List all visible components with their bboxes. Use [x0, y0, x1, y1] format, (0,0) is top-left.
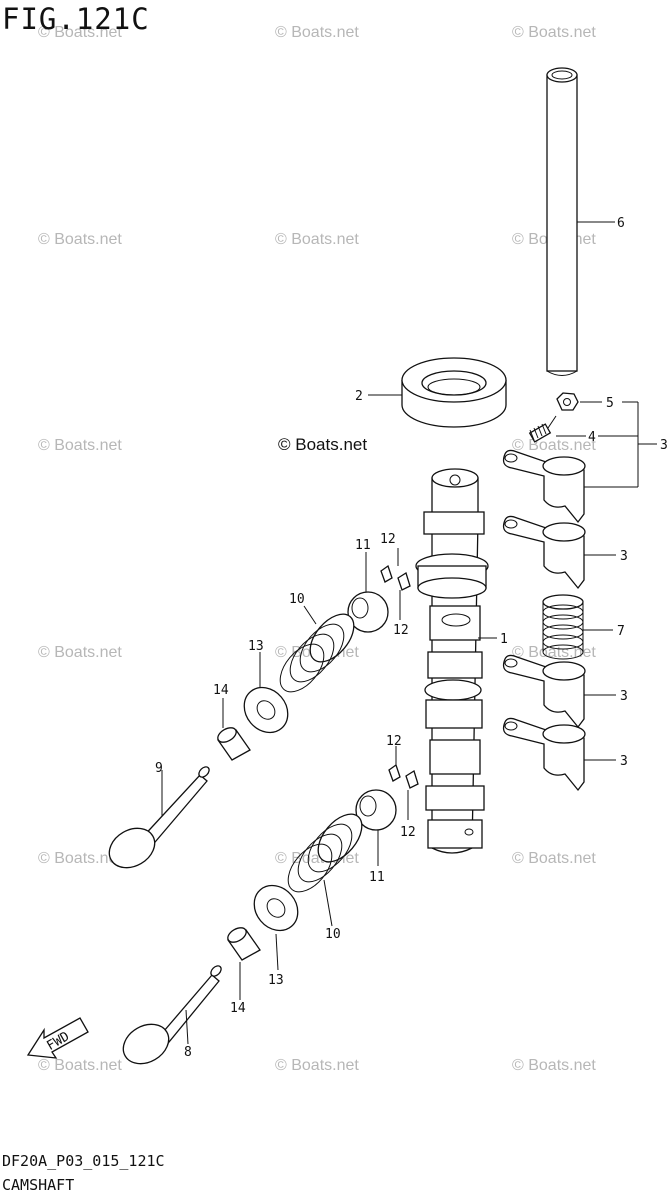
- watermark: © Boats.net: [512, 1057, 596, 1074]
- callout-12: 12: [393, 623, 409, 638]
- part-9-valve[interactable]: [102, 765, 211, 876]
- part-10-valve-spring[interactable]: [280, 806, 371, 899]
- callout-14: 14: [213, 683, 229, 698]
- watermark: © Boats.net: [275, 24, 359, 41]
- watermark: © Boats.net: [38, 1057, 122, 1074]
- callout-13: 13: [268, 973, 284, 988]
- brand-label: © Boats.net: [278, 435, 368, 454]
- part-13-washer[interactable]: [245, 877, 306, 939]
- callout-12: 12: [380, 532, 396, 547]
- part-14-valve-stem-seal[interactable]: [225, 925, 261, 961]
- callout-3: 3: [660, 438, 668, 453]
- figure-caption: CAMSHAFT: [2, 1176, 75, 1194]
- callout-10: 10: [325, 927, 341, 942]
- callout-11: 11: [369, 870, 385, 885]
- callout-7: 7: [617, 624, 625, 639]
- callout-6: 6: [617, 216, 625, 231]
- part-3-rocker-arm[interactable]: [502, 515, 586, 590]
- callout-3: 3: [620, 549, 628, 564]
- part-14-valve-stem-seal[interactable]: [215, 725, 251, 761]
- watermark: © Boats.net: [38, 850, 122, 867]
- leader-lines: [161, 221, 657, 1045]
- watermark: © Boats.net: [512, 850, 596, 867]
- callout-3: 3: [620, 689, 628, 704]
- callout-8: 8: [184, 1045, 192, 1060]
- watermark: © Boats.net: [275, 231, 359, 248]
- part-2-oil-seal[interactable]: [401, 357, 507, 428]
- part-1-camshaft[interactable]: [415, 468, 489, 854]
- callout-4: 4: [588, 430, 596, 445]
- watermark: © Boats.net: [38, 231, 122, 248]
- part-8-valve[interactable]: [116, 964, 223, 1072]
- watermark: © Boats.net: [512, 24, 596, 41]
- callout-10: 10: [289, 592, 305, 607]
- watermark: © Boats.net: [38, 437, 122, 454]
- callout-11: 11: [355, 538, 371, 553]
- part-3-rocker-arm[interactable]: [502, 717, 586, 792]
- part-4-adjusting-screw[interactable]: [528, 415, 557, 443]
- callout-12: 12: [400, 825, 416, 840]
- part-7-rocker-spring[interactable]: [542, 594, 584, 660]
- callouts: 6 2 5 4 3 3 7 1 3 3 11 12 12 10 13 14 9 …: [44, 216, 667, 1060]
- watermark: © Boats.net: [38, 24, 122, 41]
- fwd-arrow-icon: [26, 1017, 89, 1059]
- callout-1: 1: [500, 632, 508, 647]
- watermark: © Boats.net: [512, 437, 596, 454]
- part-3-rocker-arm[interactable]: [502, 449, 586, 524]
- part-11-spring-retainer[interactable]: [355, 789, 397, 831]
- callout-13: 13: [248, 639, 264, 654]
- part-10-valve-spring[interactable]: [272, 606, 363, 699]
- callout-5: 5: [606, 396, 614, 411]
- part-3-rocker-arm[interactable]: [502, 654, 586, 729]
- figure-code: DF20A_P03_015_121C: [2, 1152, 165, 1170]
- part-11-spring-retainer[interactable]: [347, 591, 389, 633]
- part-12-valve-cotter[interactable]: [380, 564, 411, 591]
- part-5-nut[interactable]: [556, 392, 579, 411]
- callout-2: 2: [355, 389, 363, 404]
- watermark: © Boats.net: [38, 644, 122, 661]
- part-6-tube[interactable]: [546, 67, 578, 376]
- callout-9: 9: [155, 761, 163, 776]
- part-12-valve-cotter[interactable]: [388, 763, 419, 789]
- callout-14: 14: [230, 1001, 246, 1016]
- callout-12: 12: [386, 734, 402, 749]
- part-13-washer[interactable]: [235, 679, 296, 741]
- watermark: © Boats.net: [275, 1057, 359, 1074]
- figure-title: FIG.121C: [2, 2, 150, 36]
- callout-3: 3: [620, 754, 628, 769]
- watermark: © Boats.net: [512, 644, 596, 661]
